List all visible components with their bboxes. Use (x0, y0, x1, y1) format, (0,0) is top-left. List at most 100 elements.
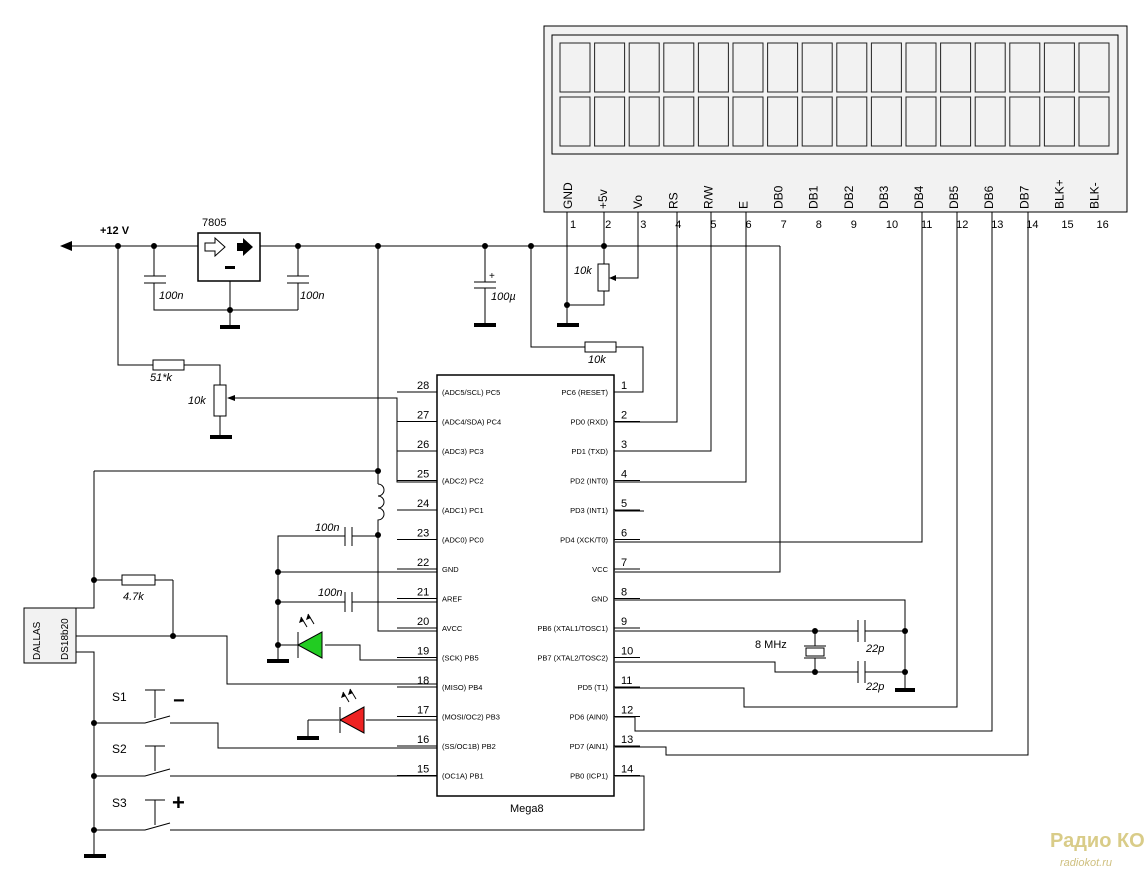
lcd-pin-name: +5v (596, 189, 610, 209)
lcd-pin-number: 11 (921, 219, 932, 231)
mcu-right-pin-number: 11 (621, 675, 632, 687)
crystal-cap-top-label: 22p (865, 643, 884, 655)
lcd-pin-name: DB6 (982, 185, 996, 209)
crystal-8mhz (805, 647, 825, 657)
mcu-left-pin-name: (MISO) PB4 (442, 683, 482, 692)
lcd-char-cell (974, 96, 1006, 147)
lcd-pin-number: 9 (851, 219, 857, 231)
pullup-resistor (121, 574, 156, 586)
lcd-char-cell (628, 42, 660, 93)
lcd-pin-number: 10 (886, 219, 898, 231)
ground-symbol (84, 854, 106, 858)
lcd-pin-number: 6 (746, 219, 752, 231)
lcd-pin-name: R/W (701, 185, 715, 209)
mcu-right-pin-name: PD7 (AIN1) (570, 742, 609, 751)
pot-10k (213, 384, 227, 417)
button-s3-label: S3 (112, 796, 127, 810)
mcu-left-pin-number: 27 (417, 410, 429, 422)
lcd-char-cell (836, 96, 868, 147)
mcu-left-pin-name: (SCK) PB5 (442, 654, 479, 663)
mcu-left-pin-name: (ADC5/SCL) PC5 (442, 388, 500, 397)
button-s3[interactable]: S3 + (94, 775, 645, 831)
mcu-right-pin-name: PC6 (RESET) (561, 388, 608, 397)
reset-resistor (584, 341, 617, 353)
mcu-right-pin-number: 1 (621, 380, 627, 392)
regulator-in-arrow-icon (204, 236, 226, 258)
mcu-left-pin-number: 25 (417, 469, 429, 481)
lcd-char-cell (974, 42, 1006, 93)
c2-label: 100n (300, 290, 324, 302)
lcd-pin-number: 3 (640, 219, 646, 231)
mcu-right-pin-number: 13 (621, 734, 633, 746)
input-arrow-icon (60, 241, 72, 251)
lcd-pin-number: 1 (570, 219, 576, 231)
button-s1-label: S1 (112, 690, 127, 704)
lcd-char-cell (870, 96, 902, 147)
ground-symbol (297, 736, 319, 740)
lcd-char-cell (767, 42, 799, 93)
ground-symbol (474, 323, 496, 327)
cap-c2 (287, 246, 309, 284)
mcu-left-pin-name: (ADC1) PC1 (442, 506, 484, 515)
mcu-right-pin-number: 10 (621, 646, 633, 658)
lcd-vo-wire (614, 212, 639, 279)
mcu-right-pin-number: 9 (621, 616, 627, 628)
lcd-char-cell (940, 96, 972, 147)
mcu-left-pin-name: (MOSI/OC2) PB3 (442, 713, 500, 722)
lcd-char-cell (559, 42, 591, 93)
mcu-left-pin-name: (ADC2) PC2 (442, 477, 484, 486)
reset-res-label: 10k (588, 354, 606, 366)
lcd-pin-name: DB4 (912, 185, 926, 209)
mcu-right-pin-name: PD0 (RXD) (570, 418, 608, 427)
mcu-right-pin-number: 5 (621, 498, 627, 510)
lcd-char-cells (559, 42, 1110, 147)
regulator-7805 (197, 232, 261, 282)
power-section: +12 V 7805 100n 100n + 100µ 10k 10k (60, 212, 781, 573)
ground-symbol (210, 435, 232, 439)
mcu-right-pin-number: 4 (621, 469, 627, 481)
regulator-label: 7805 (202, 217, 226, 229)
ground-symbol (267, 659, 289, 663)
mcu-left-pin-number: 22 (417, 557, 429, 569)
mcu-name: Mega8 (510, 803, 544, 815)
lcd-char-cell (1078, 42, 1110, 93)
mcu-right-pin-number: 2 (621, 410, 627, 422)
lcd-char-cell (697, 96, 729, 147)
lcd-char-cell (836, 42, 868, 93)
mcu-right-pin-name: PD5 (T1) (578, 683, 609, 692)
cap-avcc-label: 100n (315, 522, 339, 534)
mcu-right-pin-number: 12 (621, 705, 633, 717)
contrast-pot (597, 263, 610, 292)
crystal-section: 8 MHz 22p 22p (615, 599, 915, 693)
mcu-left-pin-number: 24 (417, 498, 429, 510)
mcu-right-pin-name: PD4 (XCK/T0) (560, 536, 608, 545)
lcd-char-cell (594, 42, 626, 93)
minus-icon: − (173, 690, 185, 712)
lcd-pin-number: 7 (781, 219, 787, 231)
mcu-left-pin-number: 18 (417, 675, 429, 687)
lcd-pin-name: BLK+ (1052, 179, 1066, 209)
green-led (296, 631, 323, 659)
resistor-51k (152, 359, 185, 371)
sensor-brand: DALLAS (32, 621, 43, 660)
lcd-body (543, 25, 1128, 213)
cap-aref-label: 100n (318, 587, 342, 599)
svg-text:+: + (489, 271, 495, 282)
lcd-char-cell (732, 96, 764, 147)
lcd-pin-name: BLK- (1088, 182, 1102, 209)
lcd-pin-number: 14 (1026, 219, 1038, 231)
lcd-char-cell (870, 42, 902, 93)
ground-symbol (557, 323, 579, 327)
lcd-char-cell (1009, 96, 1041, 147)
mcu-right-pin-name: PD2 (INT0) (570, 477, 608, 486)
led-section (278, 613, 437, 740)
mcu-right-pin-name: PB7 (XTAL2/TOSC2) (537, 654, 608, 663)
lcd-wires (615, 212, 1029, 756)
button-s1[interactable]: S1 − (94, 689, 437, 749)
button-s2[interactable]: S2 (94, 742, 437, 777)
lcd-char-cell (1009, 42, 1041, 93)
